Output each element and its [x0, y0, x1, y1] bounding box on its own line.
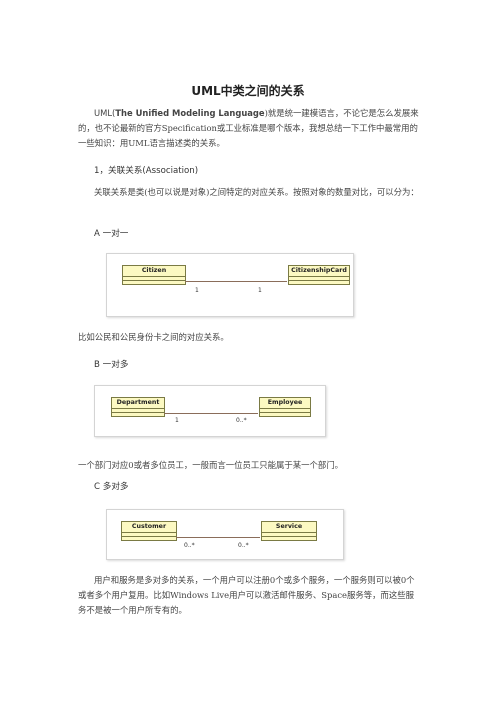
class-attributes [122, 533, 176, 537]
association-line [185, 281, 287, 282]
association-line [164, 413, 258, 414]
class-name: Citizen [123, 266, 185, 277]
class-name: Department [112, 398, 164, 409]
class-operations [123, 281, 185, 284]
intro-prefix: UML( [94, 108, 116, 118]
subsection-label-one-to-many: B 一对多 [94, 360, 129, 370]
caption-one-to-many: 一个部门对应0或者多位员工，一般而言一位员工只能属于某一个部门。 [78, 460, 343, 470]
class-name: Employee [260, 398, 310, 409]
page-title: UML中类之间的关系 [191, 84, 305, 98]
class-attributes [262, 533, 316, 537]
uml-class-employee: Employee [259, 397, 311, 417]
multiplicity-right: 0..* [236, 417, 247, 424]
class-operations [112, 413, 164, 416]
class-attributes [112, 409, 164, 413]
section-heading-association: 1，关联关系(Association) [94, 166, 199, 176]
association-line [176, 537, 260, 538]
uml-class-citizenshipcard: CitizenshipCard [288, 265, 350, 285]
class-operations [289, 281, 349, 284]
caption-many-to-many: 用户和服务是多对多的关系，一个用户可以注册0个或多个服务，一个服务则可以被0个或… [78, 575, 415, 615]
class-attributes [289, 277, 349, 281]
uml-class-customer: Customer [121, 521, 177, 541]
multiplicity-right: 0..* [238, 542, 249, 549]
subsection-label-many-to-many: C 多对多 [94, 482, 129, 492]
class-attributes [260, 409, 310, 413]
class-name: Service [262, 522, 316, 533]
multiplicity-right: 1 [258, 287, 262, 294]
uml-class-service: Service [261, 521, 317, 541]
class-operations [260, 413, 310, 416]
class-name: CitizenshipCard [289, 266, 349, 277]
multiplicity-left: 1 [175, 417, 179, 424]
association-description: 关联关系是类(也可以说是对象)之间特定的对应关系。按照对象的数量对比，可以分为： [94, 187, 419, 197]
class-operations [122, 537, 176, 540]
uml-diagram-one-to-many: Department 1 0..* Employee [94, 385, 326, 437]
class-attributes [123, 277, 185, 281]
uml-diagram-many-to-many: Customer 0..* 0..* Service [106, 509, 344, 560]
multiplicity-left: 0..* [184, 542, 195, 549]
uml-class-department: Department [111, 397, 165, 417]
uml-class-citizen: Citizen [122, 265, 186, 285]
multiplicity-left: 1 [195, 287, 199, 294]
subsection-label-one-to-one: A 一对一 [94, 229, 129, 239]
intro-paragraph: UML(The Unified Modeling Language)就是统一建模… [78, 106, 420, 151]
intro-suffix: )就是统一建模语言，不论它是怎么发展来的，也不论最新的官方Specificati… [78, 108, 419, 148]
uml-diagram-one-to-one: Citizen 1 1 CitizenshipCard [106, 253, 354, 317]
caption-one-to-one: 比如公民和公民身份卡之间的对应关系。 [78, 332, 229, 342]
intro-bold-term: The Unified Modeling Language [115, 108, 265, 118]
class-name: Customer [122, 522, 176, 533]
class-operations [262, 537, 316, 540]
